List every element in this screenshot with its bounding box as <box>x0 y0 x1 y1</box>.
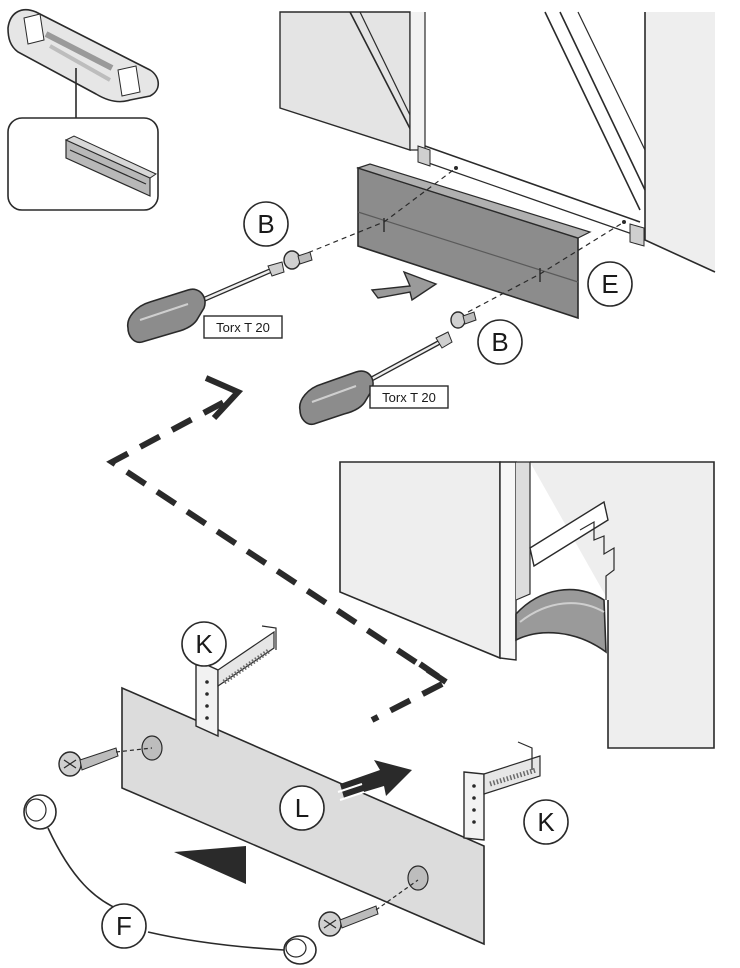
cap-leader-left <box>47 827 121 911</box>
screw-lower-left-icon <box>58 747 119 777</box>
bracket-k-right <box>463 741 541 841</box>
callout-l: L <box>279 785 325 831</box>
callout-b-left: B <box>243 201 289 247</box>
align-line-left <box>299 221 385 257</box>
tool-label-2-text: Torx T 20 <box>382 390 436 405</box>
cap-left-icon <box>23 794 57 830</box>
callout-k-left: K <box>181 621 227 667</box>
callout-e-text: E <box>601 269 618 299</box>
slide-arrow-icon <box>337 760 412 801</box>
callout-k-right-text: K <box>537 807 555 837</box>
callout-b-right-text: B <box>491 327 508 357</box>
cap-leader-right <box>147 931 285 951</box>
tool-label-1: Torx T 20 <box>203 315 283 339</box>
callout-f: F <box>101 903 147 949</box>
callout-e: E <box>587 261 633 307</box>
bracket-k-left <box>195 625 277 738</box>
screw-lower-right-icon <box>318 905 379 937</box>
accessory-bag <box>7 8 160 103</box>
callout-b-right: B <box>477 319 523 365</box>
callout-b-left-text: B <box>257 209 274 239</box>
plinth-panel-e <box>356 163 592 320</box>
tool-label-2: Torx T 20 <box>369 385 449 409</box>
callout-k-right: K <box>523 799 569 845</box>
cabinet-lower <box>339 461 715 749</box>
push-arrow-icon <box>370 270 438 302</box>
cabinet-top <box>279 11 716 273</box>
callout-l-text: L <box>295 793 309 823</box>
insert-arrow-icon <box>174 846 246 884</box>
screw-top-left-icon <box>283 250 313 270</box>
tool-label-1-text: Torx T 20 <box>216 320 270 335</box>
callout-k-left-text: K <box>195 629 213 659</box>
screwdriver-1-icon <box>126 261 285 344</box>
detail-box <box>7 117 159 211</box>
screw-top-right-icon <box>450 311 477 329</box>
align-line-right <box>467 273 541 313</box>
callout-f-text: F <box>116 911 132 941</box>
screwdriver-2-icon <box>298 331 453 426</box>
flow-arrow <box>106 375 452 723</box>
cap-right-icon <box>283 935 317 965</box>
